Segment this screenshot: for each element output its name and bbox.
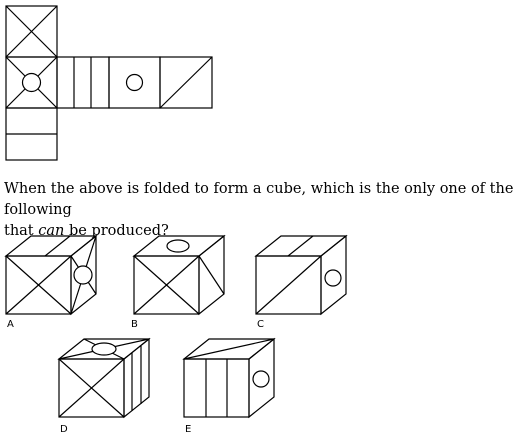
option-c-label[interactable]: C — [257, 319, 264, 330]
net-face-diagonal — [159, 56, 213, 109]
question-line-2-end: be produced? — [64, 223, 169, 239]
net-face-bottom-line — [5, 107, 58, 161]
option-c-cube[interactable] — [250, 230, 360, 320]
question-line-1: When the above is folded to form a cube,… — [4, 181, 514, 218]
option-b-cube[interactable] — [128, 230, 238, 320]
net-face-stripes — [56, 56, 110, 109]
net-face-top-x — [5, 5, 58, 58]
option-a-label[interactable]: A — [7, 319, 14, 330]
net-face-x-circle — [5, 56, 58, 109]
question-text: When the above is folded to form a cube,… — [4, 179, 524, 242]
question-line-2-start: that — [4, 223, 39, 239]
option-a-cube[interactable] — [0, 230, 110, 320]
cube-net-figure — [5, 5, 213, 161]
option-d-label[interactable]: D — [60, 424, 68, 435]
option-e-cube[interactable] — [178, 333, 288, 423]
option-b-label[interactable]: B — [131, 319, 138, 330]
net-face-circle — [108, 56, 161, 109]
option-e-label[interactable]: E — [185, 424, 192, 435]
option-d-cube[interactable] — [53, 333, 163, 423]
question-emphasis: can — [38, 223, 65, 239]
